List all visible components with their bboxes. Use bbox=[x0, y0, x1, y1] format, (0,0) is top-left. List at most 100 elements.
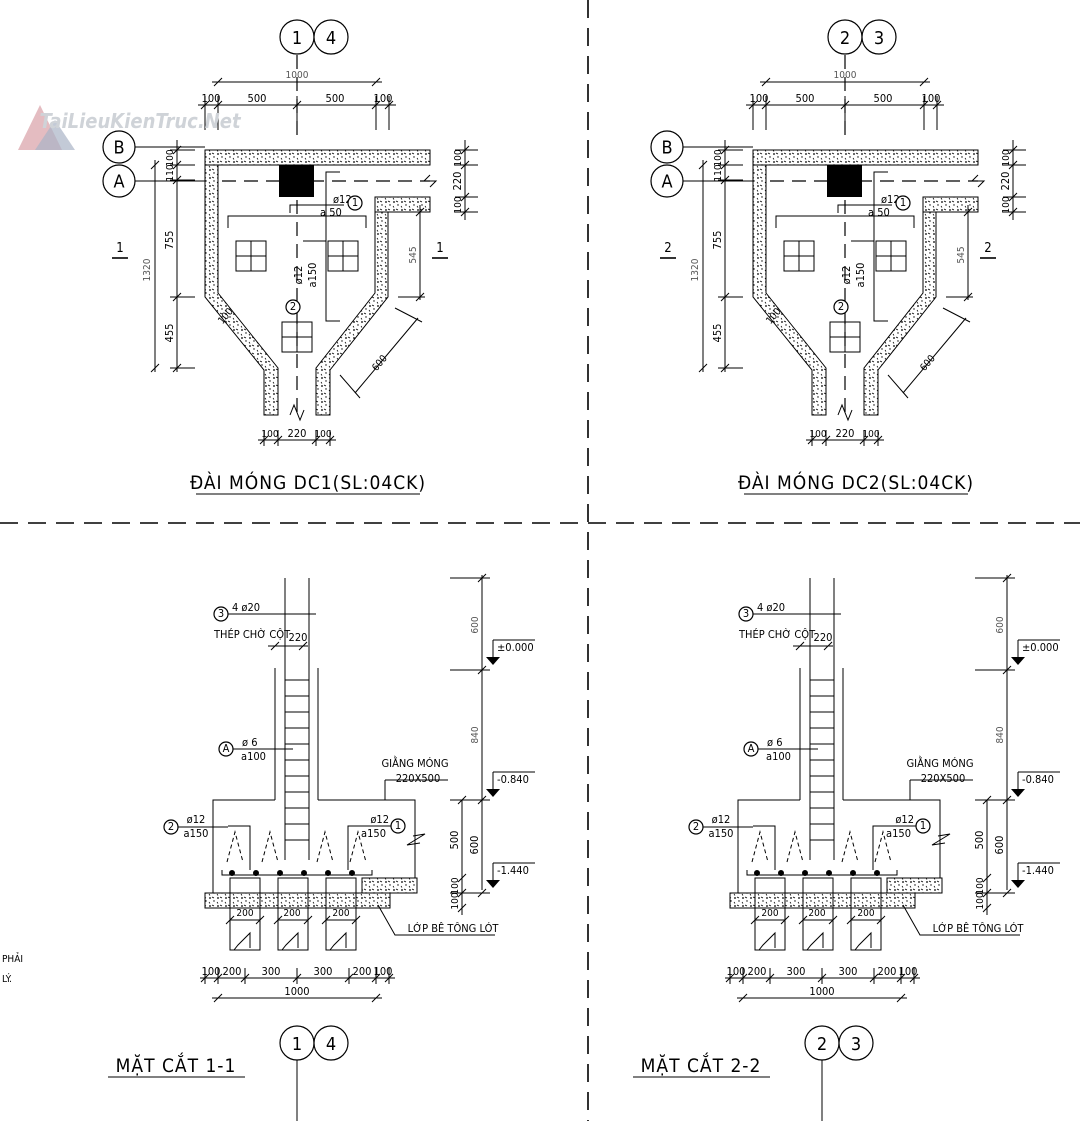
pile bbox=[277, 877, 309, 951]
rebar-spacing-label: a 50 bbox=[868, 206, 890, 219]
pile-dim-label: 200 bbox=[283, 908, 300, 919]
dim-label: 455 bbox=[163, 324, 176, 343]
dim-label: 110 bbox=[165, 164, 176, 181]
wall-left bbox=[204, 164, 279, 416]
rebar-dot bbox=[301, 870, 307, 876]
blinding-label: LỚP BÊ TÔNG LÓT bbox=[408, 922, 500, 935]
grid-bubble-circle bbox=[313, 1025, 349, 1061]
footing-outline bbox=[212, 799, 275, 893]
section-mark: 2 bbox=[664, 241, 671, 256]
dim-tick bbox=[798, 915, 808, 925]
line bbox=[902, 317, 967, 394]
rebar-mark: 2 bbox=[693, 820, 699, 833]
grid-bubble-circle bbox=[838, 1025, 874, 1061]
dim-label: 220 bbox=[288, 427, 307, 440]
rebar-dot bbox=[826, 870, 832, 876]
column bbox=[279, 165, 314, 197]
level-marker bbox=[1011, 789, 1025, 797]
pile-break bbox=[806, 931, 824, 951]
rebar-spacing-label: a150 bbox=[306, 263, 319, 288]
pile-dim-label: 200 bbox=[761, 908, 778, 919]
dowel-dashed bbox=[874, 830, 892, 863]
rebar-dot bbox=[277, 870, 283, 876]
dowel-dashed bbox=[751, 830, 769, 863]
dim-tick bbox=[750, 915, 760, 925]
rebar-mark: 1 bbox=[920, 819, 926, 832]
wall-right bbox=[863, 211, 937, 416]
dim-label: 100 bbox=[314, 429, 331, 440]
rebar-label: a150 bbox=[361, 827, 386, 840]
dim-tick bbox=[823, 641, 833, 651]
dowel-dashed bbox=[316, 830, 334, 863]
wall-stub-right bbox=[922, 196, 979, 213]
beam-label: 220X500 bbox=[396, 772, 441, 785]
dim-tick bbox=[982, 903, 992, 913]
plan-title: ĐÀI MÓNG DC1(SL:04CK) bbox=[190, 470, 426, 494]
dim-label: 1000 bbox=[284, 985, 309, 998]
rebar-mark: 3 bbox=[218, 607, 224, 620]
rebar-label: ø 6 bbox=[767, 736, 783, 749]
dim-label: 600 bbox=[470, 616, 481, 633]
rebar-note: THÉP CHỜ CỘT bbox=[738, 628, 816, 641]
leader-line bbox=[902, 904, 1020, 936]
grid-bubble: 2 bbox=[840, 28, 850, 49]
rebar-line bbox=[775, 215, 915, 228]
dim-label: 100 bbox=[202, 92, 221, 105]
rebar-label: a100 bbox=[766, 750, 791, 763]
rebar-line bbox=[746, 870, 898, 876]
section-title: MẶT CẮT 2-2 bbox=[641, 1051, 762, 1077]
grid-bubble-row: A bbox=[661, 171, 672, 192]
dim-label: 500 bbox=[248, 92, 267, 105]
line bbox=[394, 307, 423, 323]
column bbox=[827, 165, 862, 197]
rebar-mark-circle bbox=[285, 299, 301, 315]
dim-label: 200 bbox=[748, 965, 767, 978]
rebar-line bbox=[228, 825, 251, 870]
rebar-line bbox=[289, 204, 326, 213]
rebar-mark: A bbox=[223, 742, 230, 755]
line bbox=[354, 317, 419, 394]
rebar-note: THÉP CHỜ CỘT bbox=[213, 628, 291, 641]
beam-label: GIẰNG MÓNG bbox=[382, 756, 449, 770]
rebar-label: a150 bbox=[184, 827, 209, 840]
wall-stub-right bbox=[374, 196, 431, 213]
dim-tick bbox=[351, 915, 361, 925]
dim-label: 500 bbox=[973, 831, 986, 850]
wall-top bbox=[752, 149, 979, 166]
rebar-line bbox=[753, 825, 776, 870]
rebar-dot bbox=[349, 870, 355, 876]
dim-tick bbox=[896, 993, 906, 1003]
dim-tick bbox=[150, 363, 160, 373]
wall-top bbox=[204, 149, 431, 166]
pile bbox=[229, 877, 261, 951]
beam-label: 220X500 bbox=[921, 772, 966, 785]
dim-tick bbox=[698, 160, 708, 170]
rebar-line bbox=[873, 171, 888, 322]
dim-label: 100 bbox=[453, 149, 464, 166]
dim-tick bbox=[321, 915, 331, 925]
rebar-mark-circle bbox=[833, 299, 849, 315]
dim-label: 100 bbox=[750, 92, 769, 105]
rebar-label: ø12 bbox=[370, 813, 389, 826]
dim-tick bbox=[919, 77, 929, 87]
rebar-dot bbox=[802, 870, 808, 876]
dim-tick bbox=[371, 77, 381, 87]
rebar-spacing-label: a150 bbox=[854, 263, 867, 288]
rebar-line bbox=[221, 870, 373, 876]
dim-label: 100 bbox=[862, 429, 879, 440]
level-marker bbox=[1011, 880, 1025, 888]
pile bbox=[802, 877, 834, 951]
section-mark: 1 bbox=[116, 241, 123, 256]
rebar-line bbox=[227, 215, 367, 228]
rebar-label: ø12 bbox=[187, 813, 206, 826]
break-mark bbox=[970, 174, 986, 188]
rebar-dot bbox=[325, 870, 331, 876]
pile bbox=[325, 877, 357, 951]
dim-label: 1320 bbox=[690, 258, 701, 281]
rebar-dot bbox=[850, 870, 856, 876]
rebar-label: 4 ø20 bbox=[757, 601, 785, 614]
dim-tick bbox=[213, 77, 223, 87]
dowel-dashed bbox=[261, 830, 279, 863]
